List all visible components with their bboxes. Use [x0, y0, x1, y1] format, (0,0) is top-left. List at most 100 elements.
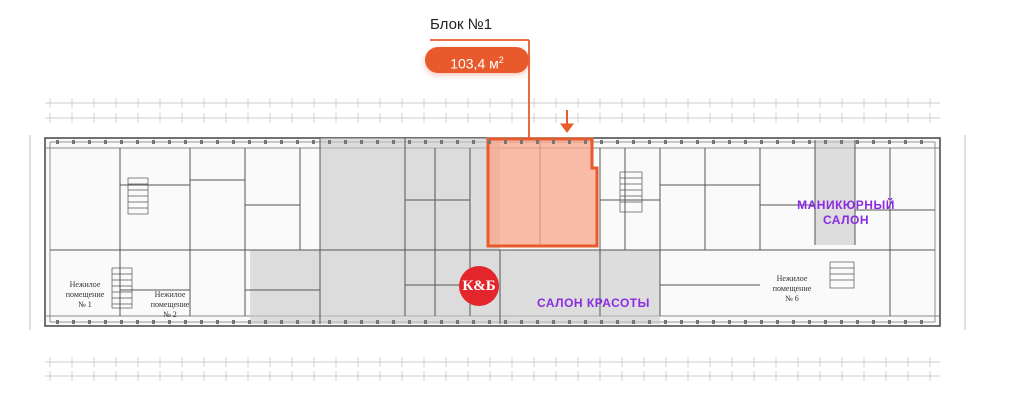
facade-mark	[584, 320, 587, 324]
block-title: Блок №1	[430, 16, 493, 33]
manicure-line-1: МАНИКЮРНЫЙ	[797, 198, 895, 212]
facade-mark	[168, 320, 171, 324]
facade-mark	[152, 140, 155, 144]
facade-mark	[72, 320, 75, 324]
facade-mark	[776, 320, 779, 324]
facade-mark	[632, 140, 635, 144]
facade-mark	[888, 320, 891, 324]
facade-mark	[408, 320, 411, 324]
facade-mark	[120, 320, 123, 324]
facade-mark	[776, 140, 779, 144]
facade-mark	[456, 320, 459, 324]
facade-mark	[56, 140, 59, 144]
nonres-1-line2: помещение	[65, 290, 105, 299]
manicure-salon-label: МАНИКЮРНЫЙ САЛОН	[790, 198, 902, 228]
nonres-2-line1: Нежилое	[154, 290, 186, 299]
facade-mark	[184, 320, 187, 324]
facade-mark	[600, 320, 603, 324]
facade-mark	[264, 140, 267, 144]
facade-mark	[888, 140, 891, 144]
facade-mark	[824, 320, 827, 324]
facade-mark	[472, 320, 475, 324]
nonresidential-6-label: Нежилое помещение № 6	[762, 274, 822, 304]
facade-mark	[280, 320, 283, 324]
entry-arrow-icon	[560, 110, 574, 133]
facade-mark	[376, 320, 379, 324]
facade-mark	[280, 140, 283, 144]
facade-mark	[552, 320, 555, 324]
area-unit-sup: 2	[498, 55, 504, 65]
beauty-salon-label: САЛОН КРАСОТЫ	[537, 296, 650, 310]
facade-mark	[680, 320, 683, 324]
facade-mark	[600, 140, 603, 144]
facade-mark	[440, 140, 443, 144]
facade-mark	[424, 320, 427, 324]
facade-mark	[504, 140, 507, 144]
facade-mark	[296, 320, 299, 324]
facade-mark	[376, 140, 379, 144]
facade-mark	[488, 140, 491, 144]
facade-mark	[664, 140, 667, 144]
nonres-6-number: № 6	[785, 294, 799, 303]
facade-mark	[680, 140, 683, 144]
facade-mark	[568, 140, 571, 144]
area-value: 103,4 м	[450, 55, 499, 72]
facade-mark	[88, 140, 91, 144]
stairs-right	[619, 171, 855, 289]
facade-mark	[328, 320, 331, 324]
facade-mark	[200, 320, 203, 324]
facade-mark	[248, 320, 251, 324]
facade-mark	[136, 320, 139, 324]
facade-mark	[104, 140, 107, 144]
facade-mark	[312, 320, 315, 324]
facade-mark	[632, 320, 635, 324]
facade-mark	[760, 140, 763, 144]
facade-mark	[856, 140, 859, 144]
facade-mark	[840, 320, 843, 324]
facade-mark	[168, 140, 171, 144]
facade-mark	[648, 140, 651, 144]
facade-mark	[328, 140, 331, 144]
facade-mark	[408, 140, 411, 144]
facade-mark	[232, 320, 235, 324]
facade-mark	[904, 140, 907, 144]
facade-mark	[872, 140, 875, 144]
facade-mark	[824, 140, 827, 144]
facade-mark	[360, 320, 363, 324]
nonres-6-line2: помещение	[772, 284, 812, 293]
facade-mark	[920, 320, 923, 324]
facade-mark	[392, 320, 395, 324]
facade-mark	[712, 320, 715, 324]
facade-mark	[488, 320, 491, 324]
manicure-line-2: САЛОН	[822, 213, 870, 227]
facade-mark	[712, 140, 715, 144]
nonres-2-number: № 2	[163, 310, 177, 319]
facade-mark	[392, 140, 395, 144]
facade-mark	[696, 320, 699, 324]
facade-mark	[520, 140, 523, 144]
facade-mark	[152, 320, 155, 324]
facade-mark	[856, 320, 859, 324]
facade-mark	[552, 140, 555, 144]
nonresidential-1-label: Нежилое помещение № 1	[55, 280, 115, 310]
facade-mark	[264, 320, 267, 324]
facade-mark	[648, 320, 651, 324]
stairs-left	[111, 177, 149, 309]
facade-mark	[616, 140, 619, 144]
nonres-1-number: № 1	[78, 300, 92, 309]
facade-mark	[536, 320, 539, 324]
facade-mark	[536, 140, 539, 144]
facade-mark	[456, 140, 459, 144]
nonresidential-2-label: Нежилое помещение № 2	[140, 290, 200, 320]
facade-mark	[296, 140, 299, 144]
facade-mark	[440, 320, 443, 324]
facade-mark	[56, 320, 59, 324]
facade-mark	[504, 320, 507, 324]
facade-mark	[744, 320, 747, 324]
facade-mark	[232, 140, 235, 144]
axis-grid-ticks	[49, 98, 931, 381]
facade-mark	[104, 320, 107, 324]
facade-mark	[872, 320, 875, 324]
facade-mark	[808, 140, 811, 144]
